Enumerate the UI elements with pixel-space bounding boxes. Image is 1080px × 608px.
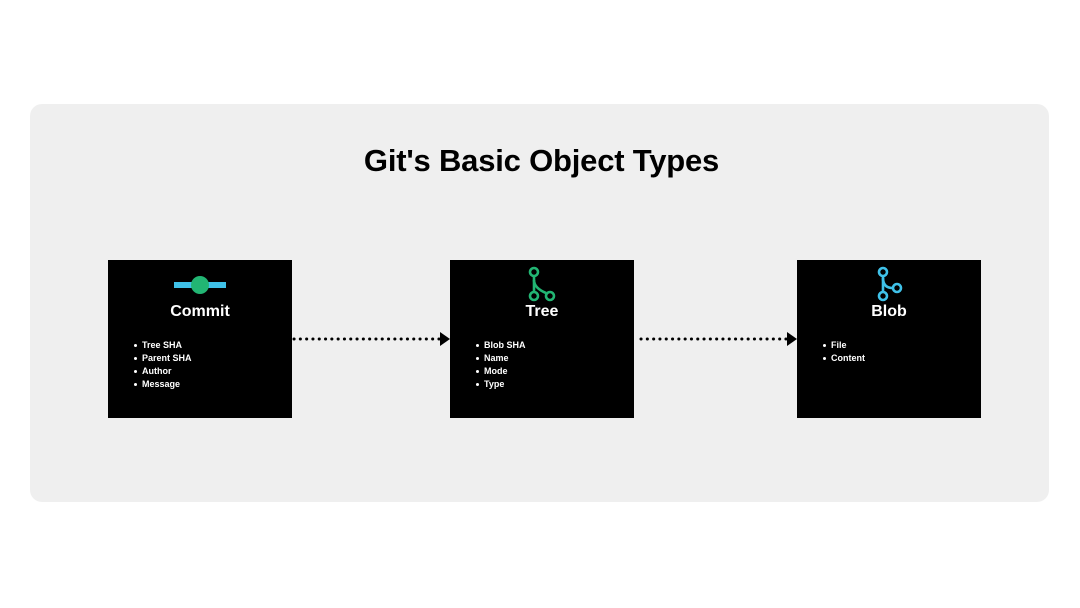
list-item: Mode [476,365,526,378]
list-item: Content [823,352,865,365]
list-item: File [823,339,865,352]
node-blob: Blob File Content [797,260,981,418]
node-commit-fields: Tree SHA Parent SHA Author Message [134,339,192,391]
node-commit: Commit Tree SHA Parent SHA Author Messag… [108,260,292,418]
list-item: Name [476,352,526,365]
edge-commit-to-tree [292,332,450,346]
node-blob-label: Blob [871,303,907,320]
list-item: Author [134,365,192,378]
git-branch-icon [450,266,634,302]
list-item: Message [134,378,192,391]
node-commit-label: Commit [170,303,230,320]
diagram-title: Git's Basic Object Types [363,143,720,178]
list-item: Type [476,378,526,391]
list-item: Parent SHA [134,352,192,365]
node-blob-fields: File Content [823,339,865,365]
node-tree-label: Tree [525,303,559,320]
edge-tree-to-blob [639,332,797,346]
list-item: Blob SHA [476,339,526,352]
node-tree: Tree Blob SHA Name Mode Type [450,260,634,418]
list-item: Tree SHA [134,339,192,352]
node-tree-fields: Blob SHA Name Mode Type [476,339,526,391]
git-commit-icon [108,266,292,302]
git-branch-icon [797,266,981,302]
